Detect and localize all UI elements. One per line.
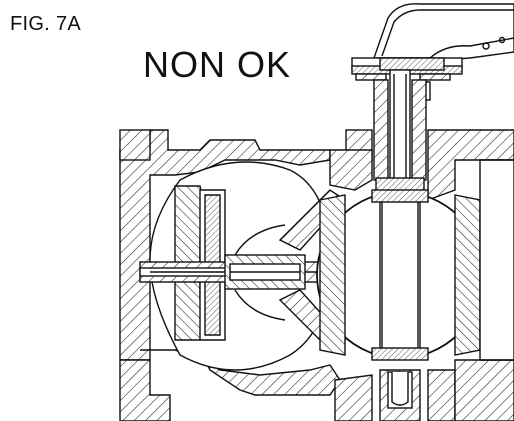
valve-ball (316, 189, 484, 361)
status-label: NON OK (143, 44, 292, 85)
valve-body (119, 129, 514, 421)
figure-label: FIG. 7A (10, 13, 82, 35)
handle-lever (373, 3, 514, 60)
valve-stem (373, 69, 427, 201)
inlet-chamber (139, 161, 347, 371)
seat-rings (319, 159, 514, 361)
